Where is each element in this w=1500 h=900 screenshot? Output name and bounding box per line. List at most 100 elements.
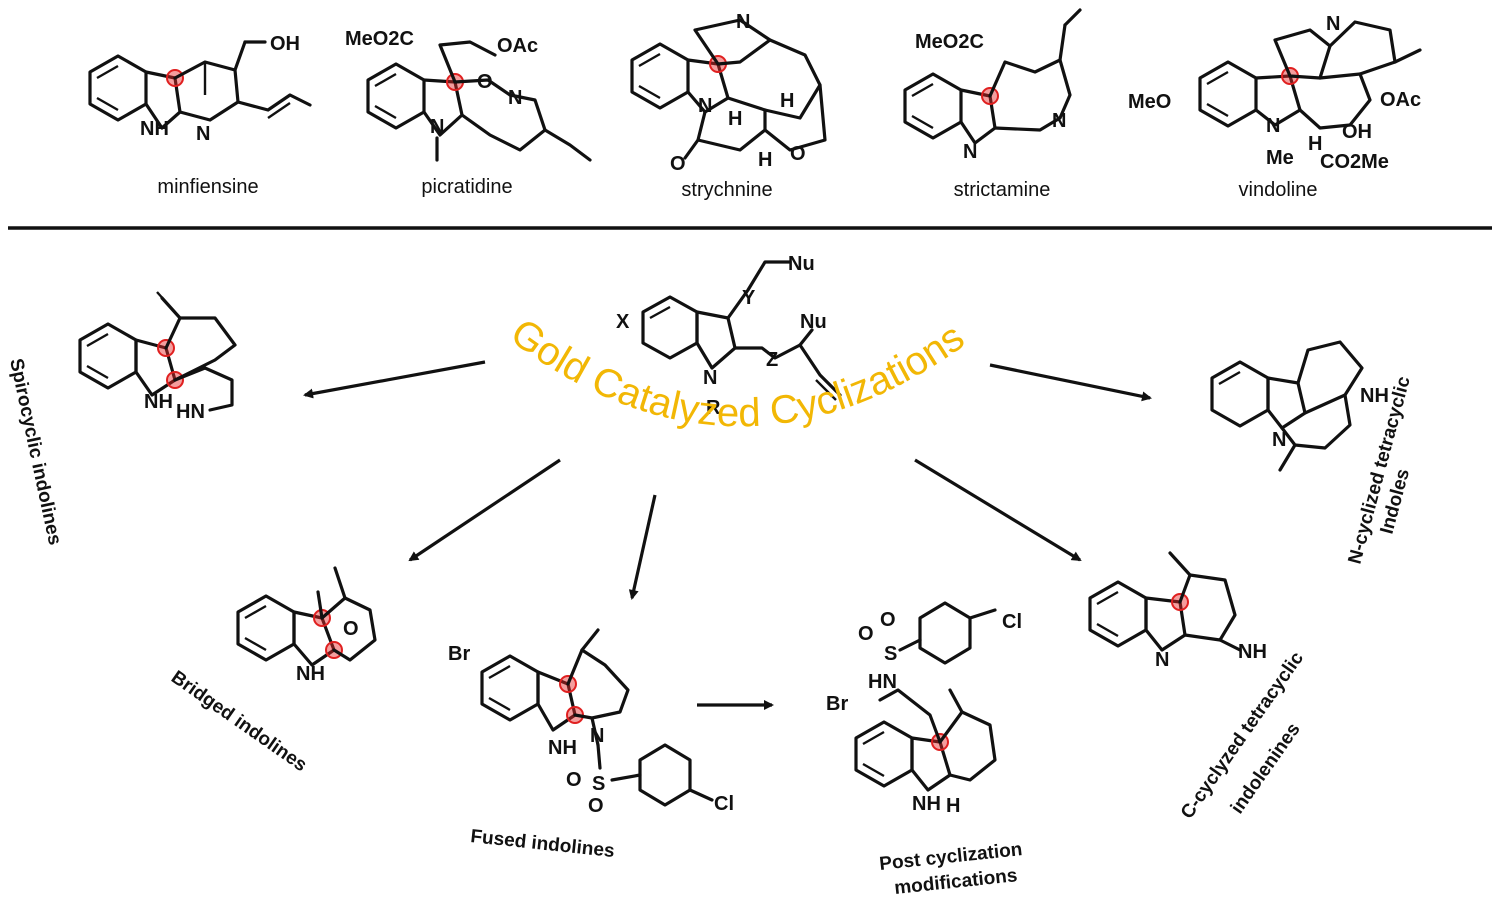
r-label: R	[706, 397, 721, 419]
o-label: O	[566, 769, 582, 791]
hn-label: HN	[176, 401, 205, 423]
benzene-ring	[88, 54, 148, 122]
n-label: N	[1155, 649, 1169, 671]
strictamine-structure: MeO2C N N strictamine	[903, 8, 1082, 201]
benzene-ring-highlight	[236, 594, 296, 662]
arrow-n-cyclized	[989, 363, 1152, 402]
nh-label: NH	[140, 118, 169, 140]
z-label: Z	[766, 349, 778, 371]
me-label: Me	[1266, 147, 1294, 169]
n-label-2: N	[1266, 115, 1280, 137]
n-label: N	[1272, 429, 1286, 451]
h-label: H	[1308, 133, 1322, 155]
bridged-label: Bridged indolines	[167, 667, 310, 776]
oac-label: OAc	[497, 35, 538, 57]
n-label-2: N	[963, 141, 977, 163]
cl-label: Cl	[714, 793, 734, 815]
spirocyclic-label: Spirocyclic indolines	[5, 357, 65, 547]
nh-label: NH	[296, 663, 325, 685]
n-label: N	[590, 725, 604, 747]
n-methyl-label: N	[430, 116, 444, 138]
benzene-ring-highlight	[1210, 360, 1270, 428]
benzene-ring-highlight	[1088, 580, 1148, 648]
oh-label: OH	[1342, 121, 1372, 143]
c-cyclized-indolenine-structure: N NH C-cyclyzed tetracyclic indolenines	[1088, 551, 1308, 823]
fused-indoline-structure: Br NH N S O O Cl Fused indolines	[448, 628, 734, 862]
o-label: O	[858, 623, 874, 645]
benzene-ring	[903, 72, 963, 140]
vindoline-structure: N MeO OAc OH CO2Me N Me H vindoline	[1128, 13, 1422, 201]
indoline-ring-highlight	[536, 670, 577, 732]
br-label: Br	[826, 693, 848, 715]
indoline-ring-highlight	[134, 338, 177, 397]
benzene-ring-highlight	[641, 295, 699, 360]
nh-label: NH	[1360, 385, 1389, 407]
n-label: N	[1052, 110, 1066, 132]
bridged-indoline-structure: O NH Bridged indolines	[167, 566, 377, 776]
o-label-2: O	[880, 609, 896, 631]
o-label-2: O	[588, 795, 604, 817]
substrate-structure: X Y Z Nu Nu N R	[616, 253, 842, 419]
chlorophenyl-ring	[918, 601, 972, 665]
carbonyl-o-label: O	[670, 153, 686, 175]
strychnine-structure: N N H H H O O strychnine	[630, 11, 827, 201]
meo2c-label: MeO2C	[915, 31, 984, 53]
h-label-2: H	[780, 90, 794, 112]
picratidine-structure: MeO2C OAc O N N picratidine	[345, 28, 592, 198]
vindoline-label: vindoline	[1239, 179, 1318, 201]
minfiensine-structure: OH NH N minfiensine	[88, 33, 312, 198]
strictamine-label: strictamine	[954, 179, 1051, 201]
y-label: Y	[742, 287, 756, 309]
n-label-2: N	[698, 95, 712, 117]
arrow-spirocyclic	[303, 360, 486, 399]
s-label: S	[884, 643, 897, 665]
benzene-ring-highlight	[480, 654, 540, 722]
indoline-ring-highlight	[910, 736, 952, 792]
hn-label: HN	[868, 671, 897, 693]
minfiensine-label: minfiensine	[157, 176, 258, 198]
o-label: O	[343, 618, 359, 640]
h-label: H	[728, 108, 742, 130]
n-label: N	[508, 87, 522, 109]
spirocyclic-indoline-structure: NH HN Spirocyclic indolines	[5, 291, 237, 547]
co2me-label: CO2Me	[1320, 151, 1389, 173]
benzene-ring-highlight	[78, 322, 138, 390]
post-cyclization-structure: Br HN S O O Cl NH H Post cyclization mod…	[826, 601, 1023, 899]
picratidine-label: picratidine	[421, 176, 512, 198]
n-label: N	[196, 123, 210, 145]
o-label: O	[477, 71, 493, 93]
h-label-3: H	[758, 149, 772, 171]
meo2c-label: MeO2C	[345, 28, 414, 50]
benzene-ring	[630, 42, 690, 110]
chlorophenyl-ring	[638, 743, 692, 807]
benzene-ring	[1198, 60, 1258, 128]
central-title: Gold Catalyzed Cyclizations	[503, 310, 972, 435]
nh-label: NH	[1238, 641, 1267, 663]
br-label: Br	[448, 643, 470, 665]
strychnine-label: strychnine	[681, 179, 772, 201]
benzene-ring-highlight	[854, 720, 914, 788]
n-label: N	[703, 367, 717, 389]
nu-label-2: Nu	[800, 311, 827, 333]
arrow-c-cyclized	[914, 458, 1082, 562]
pyrrole-ring-highlight	[695, 310, 737, 370]
n-label: N	[736, 11, 750, 33]
fused-label: Fused indolines	[469, 826, 615, 862]
o-label: O	[790, 143, 806, 165]
arrow-fused	[628, 494, 657, 600]
h-label: H	[946, 795, 960, 817]
n-label: N	[1326, 13, 1340, 35]
arrow-bridged	[408, 458, 561, 562]
s-label: S	[592, 773, 605, 795]
indoline-ring-highlight	[292, 610, 336, 667]
hydroxyl-label: OH	[270, 33, 300, 55]
meo-label: MeO	[1128, 91, 1171, 113]
nh-label: NH	[144, 391, 173, 413]
nh-label: NH	[548, 737, 577, 759]
cl-label: Cl	[1002, 611, 1022, 633]
pyrrole-ring-highlight	[1266, 376, 1307, 430]
x-label: X	[616, 311, 630, 333]
n-cyclized-indole-structure: NH N N-cyclized tetracyclic Indoles	[1210, 340, 1415, 566]
nu-label-1: Nu	[788, 253, 815, 275]
